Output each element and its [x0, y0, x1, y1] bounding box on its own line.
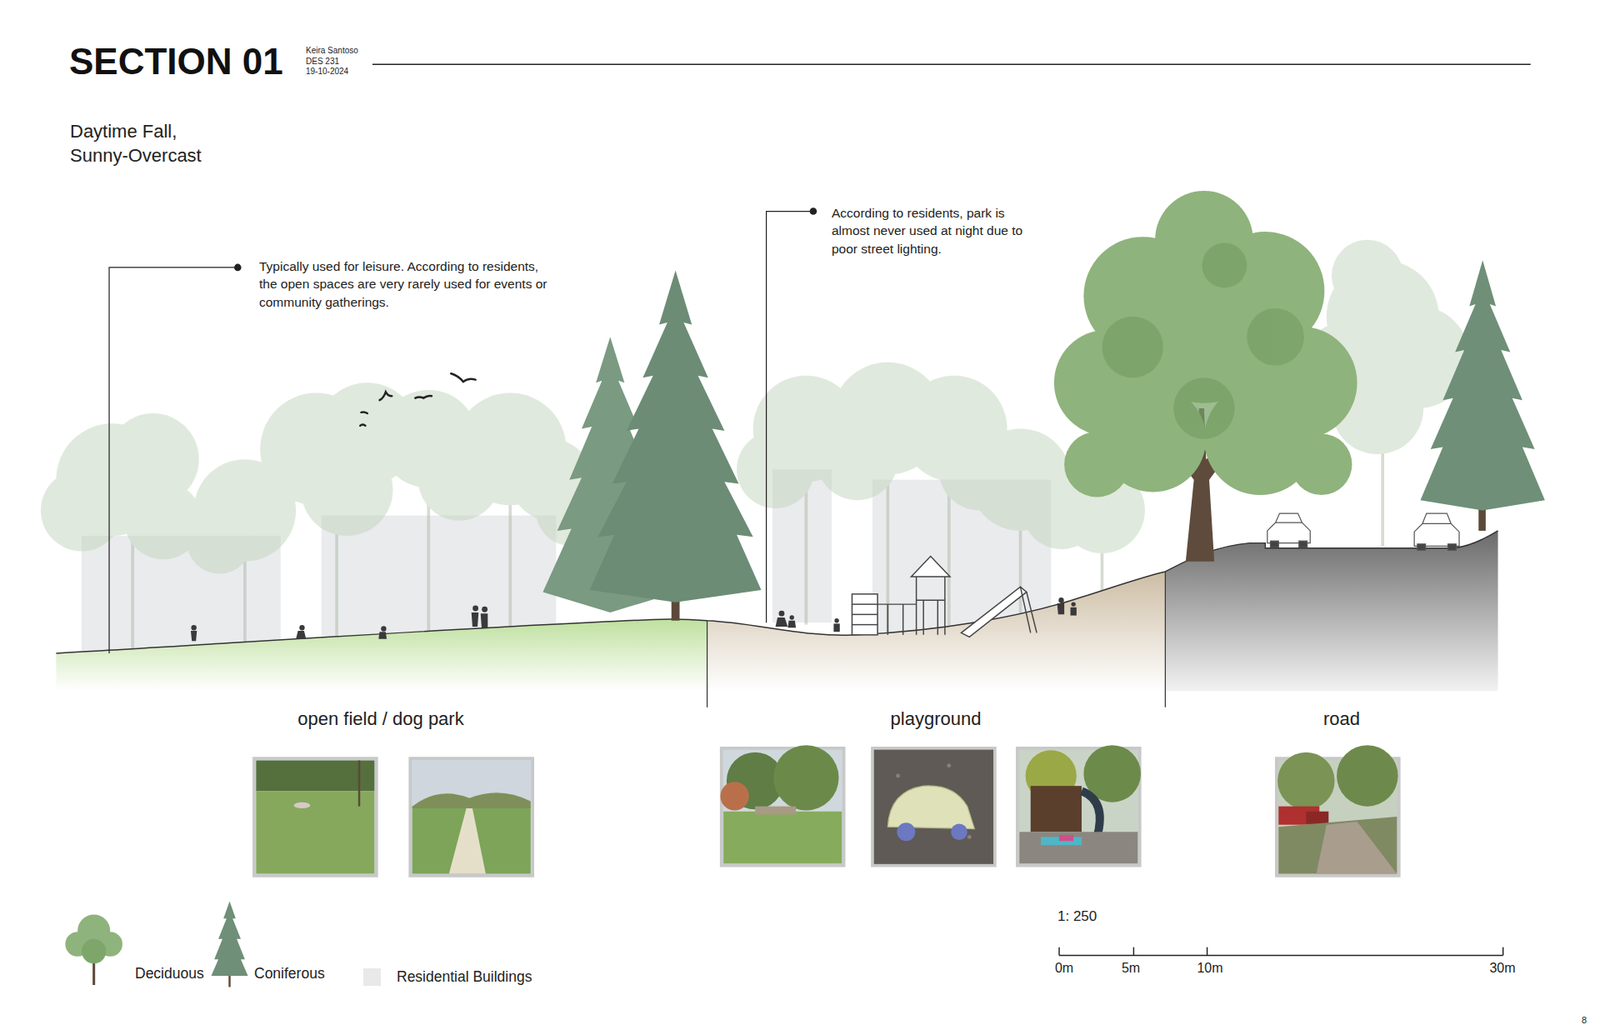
course-code: DES 231: [305, 56, 340, 67]
scale-tick-label: 0m: [1055, 960, 1074, 978]
scale-tick-label: 30m: [1489, 960, 1515, 978]
zone-label: road: [1323, 707, 1360, 732]
page-number: 8: [1581, 1014, 1587, 1026]
scale-ratio: 1: 250: [1057, 907, 1097, 926]
condition-note: Daytime Fall, Sunny-Overcast: [70, 120, 214, 168]
legend-label: Deciduous: [135, 964, 205, 984]
callout-note: Typically used for leisure. According to…: [259, 257, 551, 311]
legend-label: Residential Buildings: [396, 967, 532, 987]
scale-tick-label: 10m: [1196, 960, 1223, 978]
legend-label: Coniferous: [254, 964, 325, 984]
scale-tick-label: 5m: [1121, 960, 1140, 978]
legend-swatch: [363, 968, 381, 986]
date-label: 19-10-2024: [305, 66, 349, 77]
zone-label: open field / dog park: [297, 707, 464, 732]
zone-label: playground: [890, 707, 982, 732]
author-name: Keira Santoso: [305, 45, 359, 56]
callout-note: According to residents, park is almost n…: [831, 204, 1045, 258]
section-title: SECTION 01: [69, 43, 284, 80]
